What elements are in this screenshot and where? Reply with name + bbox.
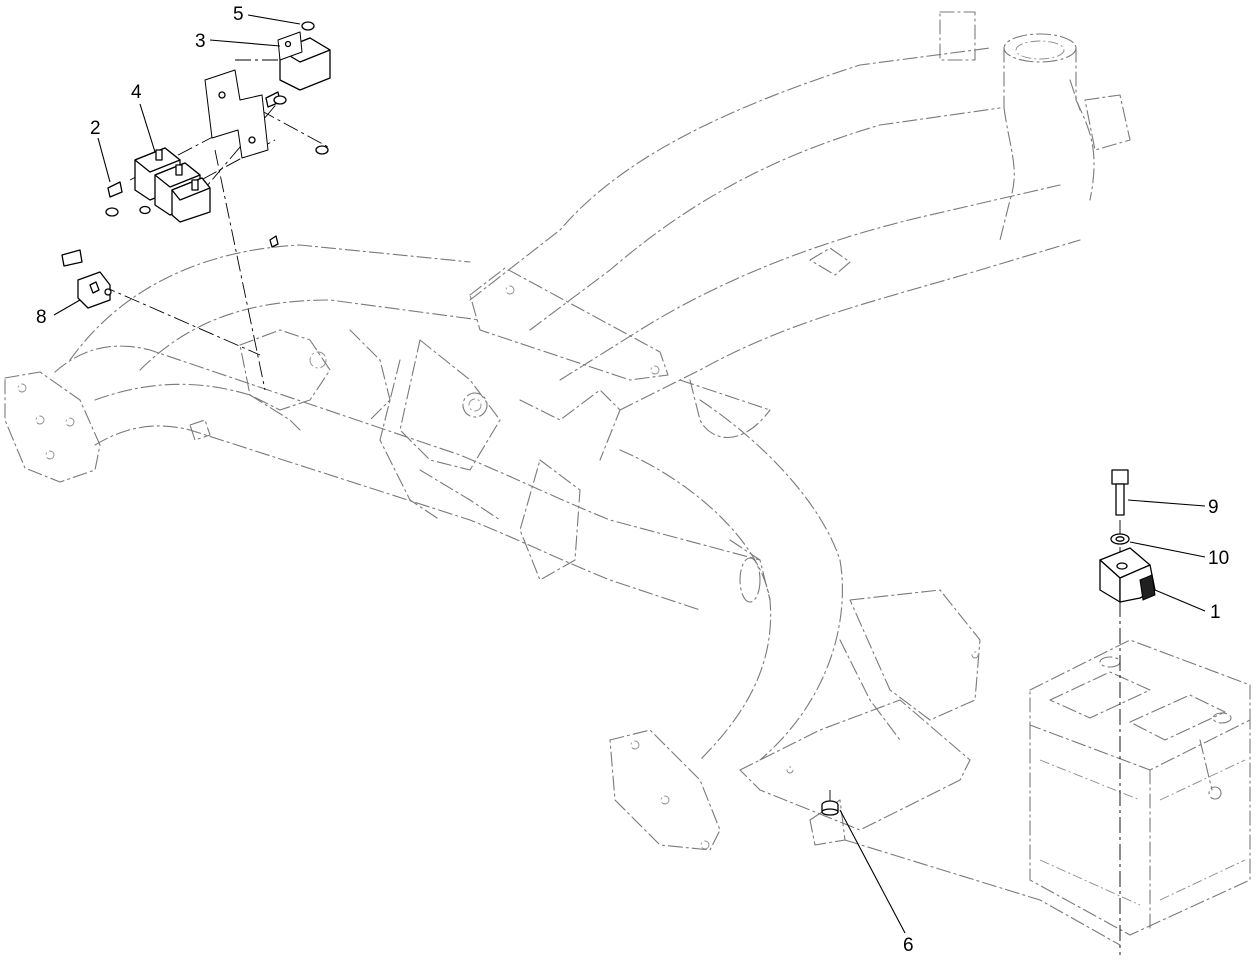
bolt bbox=[1111, 469, 1129, 516]
clamp-bracket bbox=[61, 249, 112, 309]
callout-3: 3 bbox=[195, 31, 206, 52]
callout-5: 5 bbox=[233, 4, 244, 25]
relay-assembly bbox=[134, 147, 211, 223]
flange-nut bbox=[821, 800, 839, 816]
callout-9: 9 bbox=[1208, 497, 1219, 518]
battery-hold-down bbox=[1099, 547, 1156, 603]
callout-labels: 1 2 3 4 5 6 8 9 10 bbox=[36, 4, 1229, 956]
relay-single bbox=[277, 31, 331, 91]
callout-2: 2 bbox=[90, 118, 101, 139]
fasteners bbox=[105, 21, 329, 248]
washer bbox=[1110, 533, 1130, 545]
assembly-centerlines bbox=[99, 59, 1121, 955]
frame-outline bbox=[4, 11, 1131, 946]
callout-6: 6 bbox=[903, 935, 914, 956]
battery-outline bbox=[1029, 639, 1251, 936]
leader-lines bbox=[53, 14, 1206, 934]
callout-1: 1 bbox=[1210, 602, 1221, 623]
callout-10: 10 bbox=[1208, 548, 1229, 569]
callout-4: 4 bbox=[131, 82, 142, 103]
relay-mounting-plate bbox=[204, 69, 269, 159]
callout-8: 8 bbox=[36, 307, 47, 328]
